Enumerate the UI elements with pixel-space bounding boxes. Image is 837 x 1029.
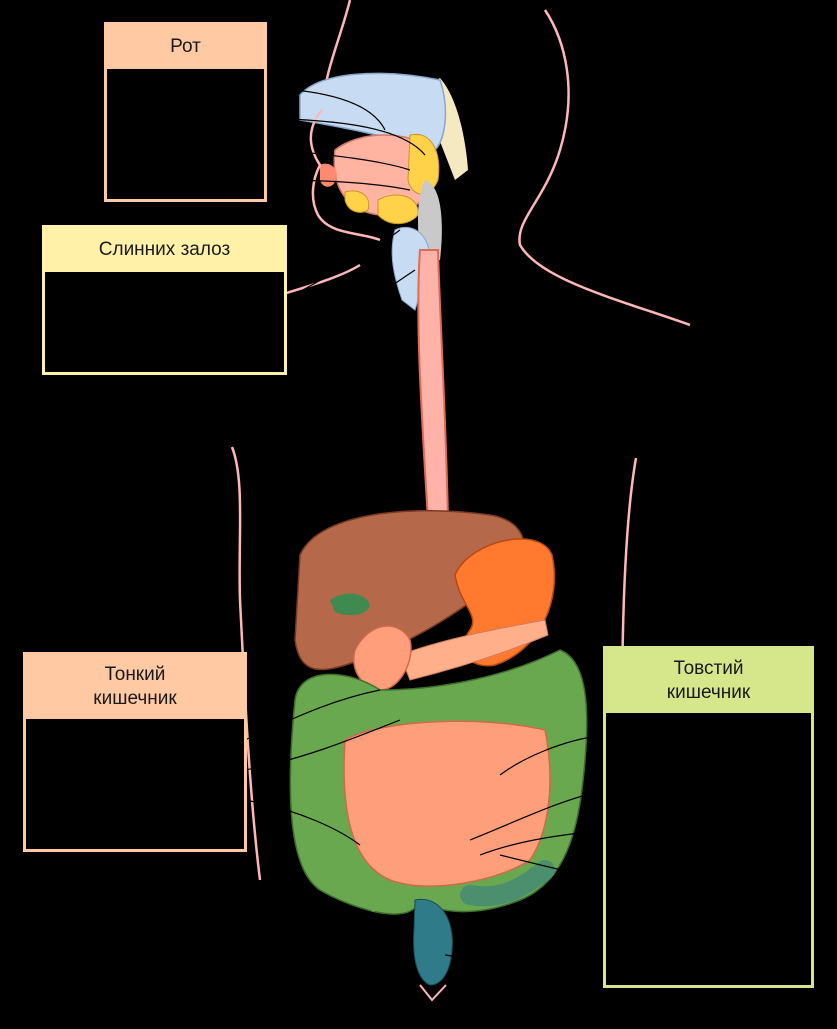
leader-line <box>479 829 606 856</box>
leader-line <box>264 147 411 171</box>
leader-line <box>284 229 401 301</box>
salivary-gland-parotid <box>407 133 440 195</box>
leader-line <box>264 87 386 131</box>
salivary-gland-submandibular <box>377 194 419 225</box>
small-intestine-shape <box>343 720 551 887</box>
large-intestine-title: Товстий кишечник <box>606 649 811 713</box>
leader-line <box>499 854 606 881</box>
salivary-gland-sublingual <box>344 190 370 213</box>
duodenum-shape <box>353 625 412 691</box>
face-outline <box>309 109 381 242</box>
salivary-glands-label-list <box>48 275 281 369</box>
leader-line <box>244 719 401 771</box>
large-intestine-label-list <box>609 716 808 982</box>
mouth-title: Рот <box>107 25 264 69</box>
gallbladder-shape <box>330 593 370 616</box>
leader-line <box>244 689 381 741</box>
leader-line <box>244 799 361 846</box>
salivary-glands-label-box: Слинних залоз <box>42 225 287 375</box>
leader-line <box>264 179 411 191</box>
leader-lines <box>244 87 606 962</box>
leader-line <box>469 789 606 841</box>
torso-left-outline <box>230 446 262 881</box>
oral-cavity-shape <box>299 72 447 151</box>
appendix-shape <box>342 869 377 913</box>
abdominal-organs <box>289 509 588 1002</box>
rectum-shape <box>413 898 453 986</box>
esophagus-shape <box>417 249 450 521</box>
small-intestine-label-box: Тонкий кишечник <box>23 652 247 852</box>
sigmoid-shape <box>460 860 555 907</box>
head-region <box>299 72 468 311</box>
leader-line <box>444 949 606 962</box>
salivary-glands-title: Слинних залоз <box>45 228 284 272</box>
mouth-label-box: Рот <box>104 22 267 202</box>
mouth-label-list <box>110 72 261 196</box>
leader-line <box>499 734 606 776</box>
small-intestine-title: Тонкий кишечник <box>26 655 244 719</box>
leader-line <box>284 249 386 326</box>
leader-line <box>264 117 426 156</box>
pancreas-shape <box>399 619 549 681</box>
small-intestine-label-list <box>29 722 241 846</box>
large-intestine-label-box: Товстий кишечник <box>603 646 814 988</box>
head-right-outline <box>518 9 691 327</box>
anus-shape <box>419 984 447 1002</box>
leader-line <box>284 269 416 351</box>
